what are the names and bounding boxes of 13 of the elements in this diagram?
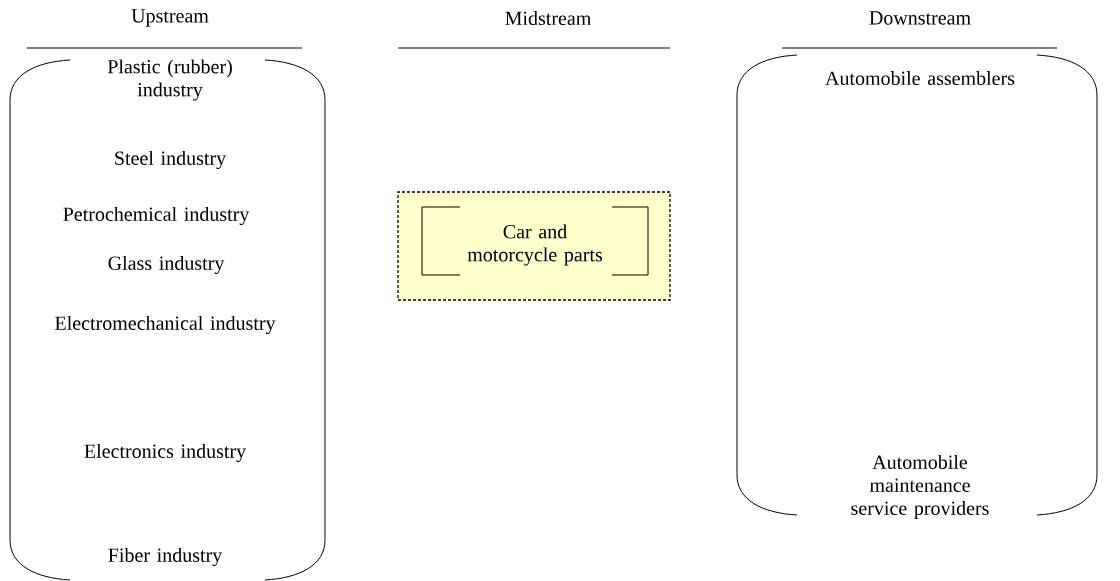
column-heading: Downstream (869, 11, 971, 25)
box-label: Car and motorcycle parts (467, 224, 603, 266)
industry-label: Petrochemical industry (63, 206, 250, 226)
industry-label: Glass industry (108, 255, 225, 275)
industry-label: Plastic (rubber) industry (107, 59, 232, 101)
industry-label: Automobile assemblers (825, 70, 1015, 86)
industry-label: Steel industry (115, 150, 227, 170)
column-heading: Upstream (131, 9, 209, 27)
column-heading: Midstream (505, 10, 591, 26)
industry-label: Fiber industry (108, 547, 223, 567)
industry-label: Automobile maintenance service providers (851, 454, 989, 520)
industry-label: Electromechanical industry (55, 315, 276, 335)
industry-label: Electronics industry (84, 443, 247, 463)
